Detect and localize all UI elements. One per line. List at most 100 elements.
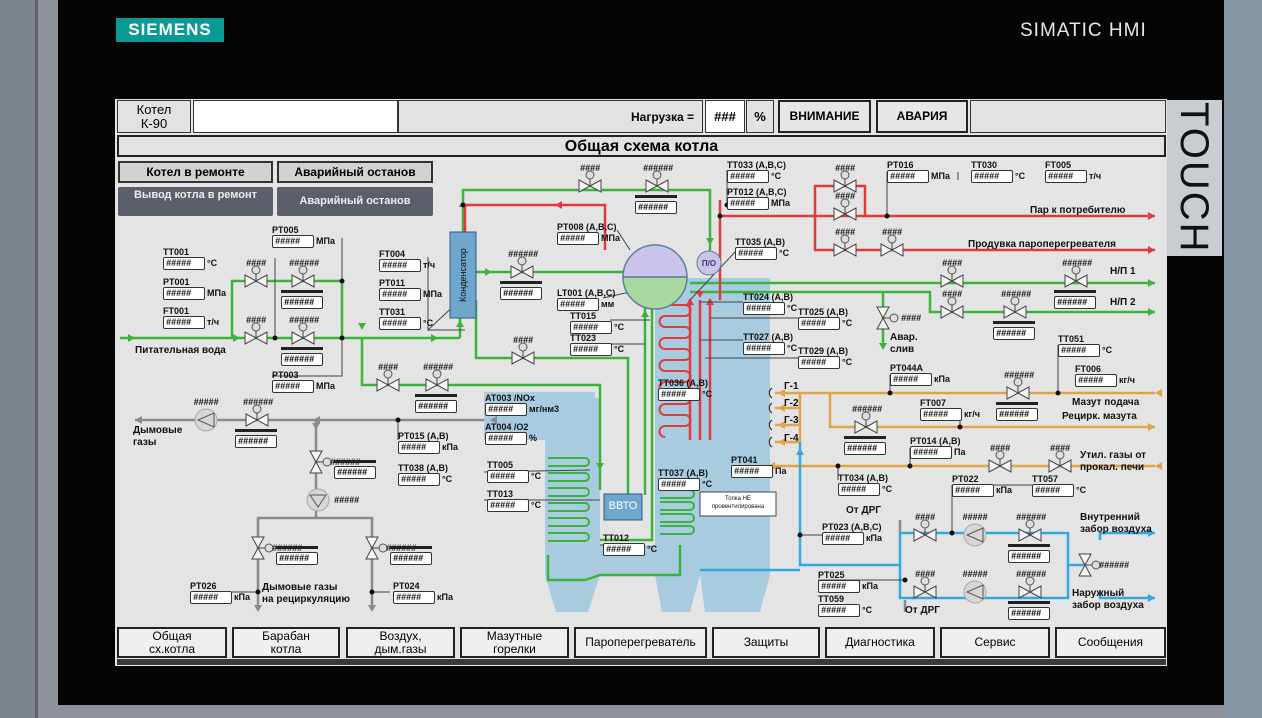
valve-icon[interactable] — [1078, 553, 1101, 577]
tag-value[interactable]: ##### — [163, 257, 205, 270]
tag-value[interactable]: ##### — [887, 170, 929, 183]
tag-value[interactable]: ##### — [890, 373, 932, 386]
valve-icon[interactable] — [876, 306, 899, 330]
tag-value[interactable]: ##### — [379, 288, 421, 301]
valve-icon[interactable] — [940, 296, 964, 319]
tag-value[interactable]: ##### — [398, 473, 440, 486]
valve-icon[interactable] — [988, 450, 1012, 473]
boiler-to-repair-button[interactable]: Вывод котла в ремонт — [118, 187, 273, 216]
valve-icon[interactable] — [1018, 576, 1042, 599]
tag-value[interactable]: ##### — [838, 483, 880, 496]
valve-icon[interactable] — [425, 369, 449, 392]
valve-icon[interactable] — [1006, 377, 1030, 400]
nav-button[interactable]: Сервис — [940, 627, 1050, 658]
valve-icon[interactable] — [833, 234, 857, 257]
tag-value[interactable]: ##### — [485, 403, 527, 416]
valve-setpoint[interactable]: ###### — [390, 552, 432, 565]
tag-value[interactable]: ##### — [379, 259, 421, 272]
valve-icon[interactable] — [913, 576, 937, 599]
valve-icon[interactable] — [833, 198, 857, 221]
tag-value[interactable]: ##### — [727, 170, 769, 183]
nav-button[interactable]: Общая сх.котла — [117, 627, 227, 658]
valve-icon[interactable] — [1064, 265, 1088, 288]
valve-icon[interactable] — [833, 170, 857, 193]
tag-value[interactable]: ##### — [557, 232, 599, 245]
tag-value[interactable]: ##### — [658, 388, 700, 401]
tag-value[interactable]: ##### — [731, 465, 773, 478]
valve-setpoint[interactable]: ###### — [415, 400, 457, 413]
nav-button[interactable]: Диагностика — [825, 627, 935, 658]
tag-value[interactable]: ##### — [822, 532, 864, 545]
tag-value[interactable]: ##### — [818, 580, 860, 593]
nav-button[interactable]: Сообщения — [1055, 627, 1166, 658]
valve-icon[interactable] — [291, 265, 315, 288]
valve-icon[interactable] — [376, 369, 400, 392]
valve-icon[interactable] — [913, 519, 937, 542]
valve-icon[interactable] — [291, 322, 315, 345]
valve-icon[interactable] — [244, 322, 268, 345]
nav-button[interactable]: Защиты — [712, 627, 820, 658]
tag-value[interactable]: ##### — [485, 432, 527, 445]
alarm-indicator[interactable]: АВАРИЯ — [876, 100, 968, 133]
tag-value[interactable]: ##### — [735, 247, 777, 260]
valve-setpoint[interactable]: ###### — [844, 442, 886, 455]
tag-value[interactable]: ##### — [798, 356, 840, 369]
tag-value[interactable]: ##### — [1058, 344, 1100, 357]
valve-setpoint[interactable]: ###### — [996, 408, 1038, 421]
valve-setpoint[interactable]: ###### — [635, 201, 677, 214]
valve-icon[interactable] — [854, 411, 878, 434]
tag-value[interactable]: ##### — [570, 343, 612, 356]
valve-setpoint[interactable]: ###### — [334, 466, 376, 479]
valve-icon[interactable] — [511, 342, 535, 365]
valve-setpoint[interactable]: ###### — [993, 327, 1035, 340]
tag-value[interactable]: ##### — [658, 478, 700, 491]
tag-value[interactable]: ##### — [557, 298, 599, 311]
valve-icon[interactable] — [510, 256, 534, 279]
valve-icon[interactable] — [309, 450, 332, 474]
tag-value[interactable]: ##### — [398, 441, 440, 454]
tag-value[interactable]: ##### — [743, 342, 785, 355]
valve-icon[interactable] — [880, 234, 904, 257]
tag-value[interactable]: ##### — [487, 499, 529, 512]
tag-value[interactable]: ##### — [798, 317, 840, 330]
tag-value[interactable]: ##### — [1045, 170, 1087, 183]
valve-setpoint[interactable]: ###### — [1008, 607, 1050, 620]
tag-value[interactable]: ##### — [910, 446, 952, 459]
valve-icon[interactable] — [1018, 519, 1042, 542]
tag-value[interactable]: ##### — [727, 197, 769, 210]
nav-button[interactable]: Пароперегреватель — [574, 627, 707, 658]
tag-value[interactable]: ##### — [393, 591, 435, 604]
tag-value[interactable]: ##### — [272, 380, 314, 393]
valve-icon[interactable] — [365, 536, 388, 560]
tag-value[interactable]: ##### — [163, 287, 205, 300]
valve-setpoint[interactable]: ###### — [1054, 296, 1096, 309]
emergency-stop-button[interactable]: Аварийный останов — [277, 187, 433, 216]
warning-indicator[interactable]: ВНИМАНИЕ — [778, 100, 871, 133]
tag-value[interactable]: ##### — [603, 543, 645, 556]
nav-button[interactable]: Барабан котла — [232, 627, 340, 658]
tag-value[interactable]: ##### — [818, 604, 860, 617]
valve-setpoint[interactable]: ###### — [1008, 550, 1050, 563]
tag-value[interactable]: ##### — [272, 235, 314, 248]
nav-button[interactable]: Мазутные горелки — [460, 627, 569, 658]
valve-setpoint[interactable]: ###### — [235, 435, 277, 448]
valve-setpoint[interactable]: ###### — [281, 296, 323, 309]
valve-icon[interactable] — [1003, 296, 1027, 319]
valve-icon[interactable] — [244, 265, 268, 288]
valve-setpoint[interactable]: ###### — [281, 353, 323, 366]
tag-value[interactable]: ##### — [487, 470, 529, 483]
valve-icon[interactable] — [251, 536, 274, 560]
valve-icon[interactable] — [940, 265, 964, 288]
tag-value[interactable]: ##### — [190, 591, 232, 604]
tag-value[interactable]: ##### — [379, 317, 421, 330]
tag-value[interactable]: ##### — [952, 484, 994, 497]
valve-icon[interactable] — [578, 170, 602, 193]
tag-value[interactable]: ##### — [920, 408, 962, 421]
tag-value[interactable]: ##### — [1075, 374, 1117, 387]
tag-value[interactable]: ##### — [1032, 484, 1074, 497]
tag-value[interactable]: ##### — [743, 302, 785, 315]
tag-value[interactable]: ##### — [971, 170, 1013, 183]
tag-value[interactable]: ##### — [163, 316, 205, 329]
valve-icon[interactable] — [1048, 450, 1072, 473]
nav-button[interactable]: Воздух, дым.газы — [346, 627, 455, 658]
